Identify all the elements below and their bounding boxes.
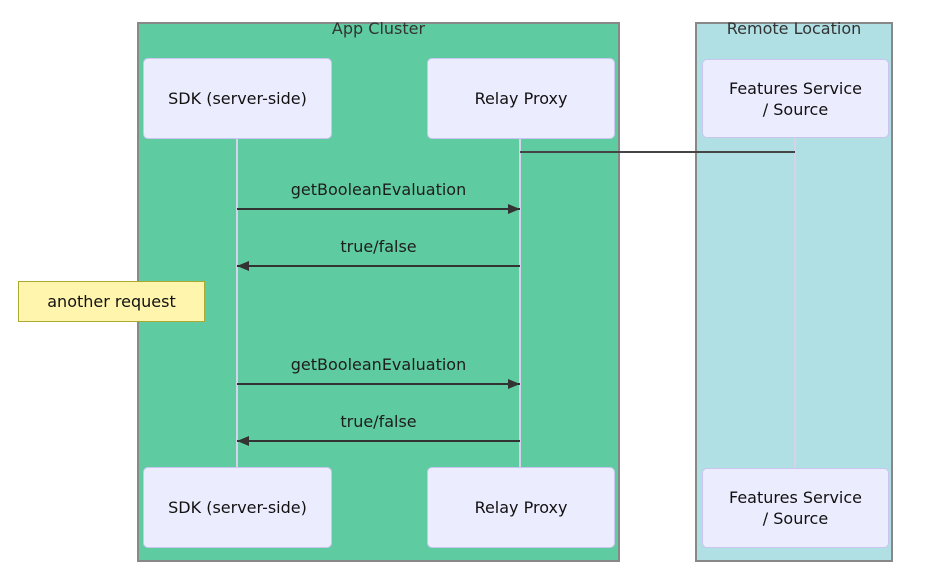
participant-relay-proxy-bottom: Relay Proxy	[427, 467, 615, 548]
arrowhead-left-icon	[237, 436, 249, 446]
lifeline-sdk	[236, 139, 238, 467]
message-arrow-left-1	[237, 261, 520, 271]
participant-features-service-bottom: Features Service / Source	[702, 468, 889, 548]
remote-location-title: Remote Location	[726, 19, 862, 38]
message-arrow-right-1	[237, 204, 520, 214]
message-label-get-boolean-evaluation-2: getBooleanEvaluation	[290, 355, 467, 374]
note-another-request: another request	[18, 281, 205, 322]
arrowhead-right-icon	[508, 379, 520, 389]
app-cluster-title: App Cluster	[331, 19, 426, 38]
message-label-true-false-2: true/false	[340, 412, 417, 431]
lifeline-features-service	[794, 138, 796, 468]
participant-relay-proxy-top: Relay Proxy	[427, 58, 615, 139]
message-label-get-boolean-evaluation-1: getBooleanEvaluation	[290, 180, 467, 199]
lifeline-relay-proxy	[519, 139, 521, 467]
arrowhead-left-icon	[237, 261, 249, 271]
participant-sdk-bottom: SDK (server-side)	[143, 467, 332, 548]
arrowhead-right-icon	[508, 204, 520, 214]
participant-sdk-top: SDK (server-side)	[143, 58, 332, 139]
link-relay-to-features-line	[520, 151, 795, 153]
message-arrow-right-2	[237, 379, 520, 389]
message-label-true-false-1: true/false	[340, 237, 417, 256]
message-arrow-left-2	[237, 436, 520, 446]
participant-features-service-top: Features Service / Source	[702, 59, 889, 138]
